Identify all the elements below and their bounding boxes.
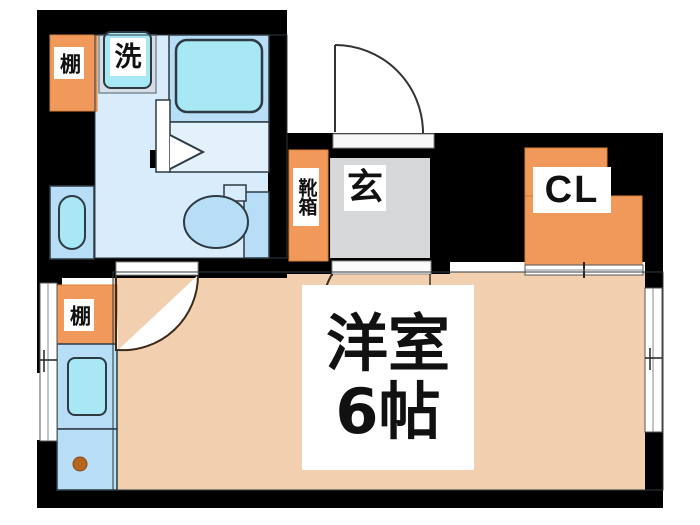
washing-machine-label: 洗 [110,38,146,76]
closet-label: CL [533,167,611,213]
main-room-name: 洋室 [325,306,450,380]
kitchen-counter [56,343,118,491]
closet-sliding-doors [524,262,644,278]
interior-outlines [94,34,664,491]
shelf-lower-label: 棚 [64,299,94,331]
entrance-label: 玄 [344,165,386,211]
bathroom-folding-door [155,99,206,173]
vanity-sink [49,185,95,260]
shelf-upper-label: 棚 [54,47,84,79]
window-right [644,287,663,433]
entrance-door [332,44,435,149]
shoe-cabinet-label: 靴箱 [293,168,319,226]
bathtub [168,34,270,123]
toilet [183,184,270,259]
main-room-size: 6帖 [335,374,441,448]
window-left [39,282,58,442]
main-room-label: 洋室 6帖 [302,285,474,470]
